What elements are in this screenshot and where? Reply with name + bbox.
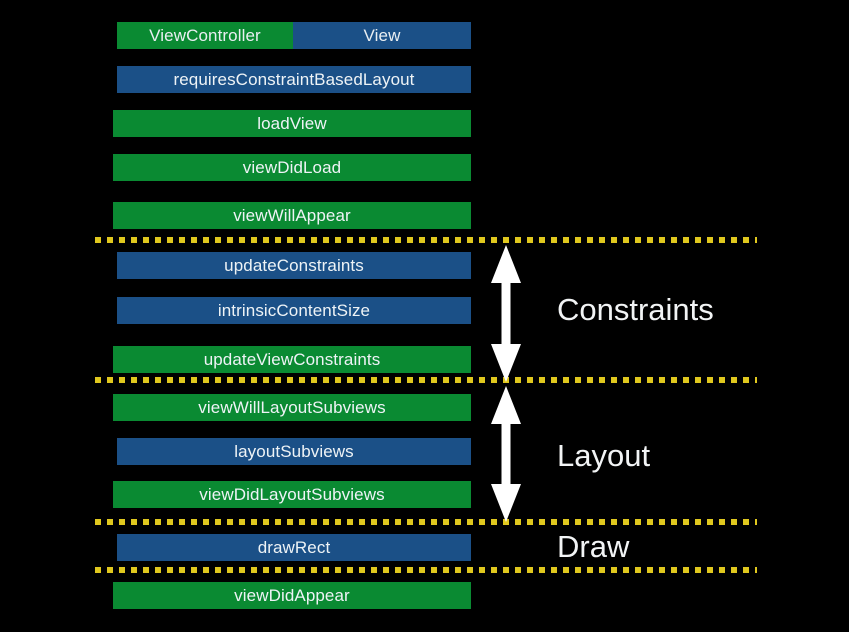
lifecycle-bar-viewdidload[interactable]: viewDidLoad (113, 154, 471, 181)
lifecycle-bar-viewdidlayoutsubviews[interactable]: viewDidLayoutSubviews (113, 481, 471, 508)
lifecycle-bar-intrinsiccontentsize[interactable]: intrinsicContentSize (117, 297, 471, 324)
separator-constraints-layout (95, 377, 757, 383)
double-arrow-constraints-icon (491, 245, 521, 382)
phase-label-draw: Draw (557, 529, 630, 564)
lifecycle-bar-viewwillappear[interactable]: viewWillAppear (113, 202, 471, 229)
separator-layout-draw (95, 519, 757, 525)
separator-below-draw (95, 567, 757, 573)
legend-view: View (293, 22, 471, 49)
lifecycle-bar-updateviewconstraints[interactable]: updateViewConstraints (113, 346, 471, 373)
lifecycle-bar-layoutsubviews[interactable]: layoutSubviews (117, 438, 471, 465)
legend: ViewController View (117, 22, 471, 49)
lifecycle-bar-updateconstraints[interactable]: updateConstraints (117, 252, 471, 279)
lifecycle-bar-requiresconstraintbasedlayout[interactable]: requiresConstraintBasedLayout (117, 66, 471, 93)
legend-view-controller: ViewController (117, 22, 293, 49)
lifecycle-bar-viewdidappear[interactable]: viewDidAppear (113, 582, 471, 609)
lifecycle-bar-loadview[interactable]: loadView (113, 110, 471, 137)
phase-label-layout: Layout (557, 438, 651, 473)
phase-label-constraints: Constraints (557, 292, 714, 327)
double-arrow-layout-icon (491, 386, 521, 522)
lifecycle-bar-drawrect[interactable]: drawRect (117, 534, 471, 561)
lifecycle-bar-viewwilllayoutsubviews[interactable]: viewWillLayoutSubviews (113, 394, 471, 421)
separator-above-constraints (95, 237, 757, 243)
